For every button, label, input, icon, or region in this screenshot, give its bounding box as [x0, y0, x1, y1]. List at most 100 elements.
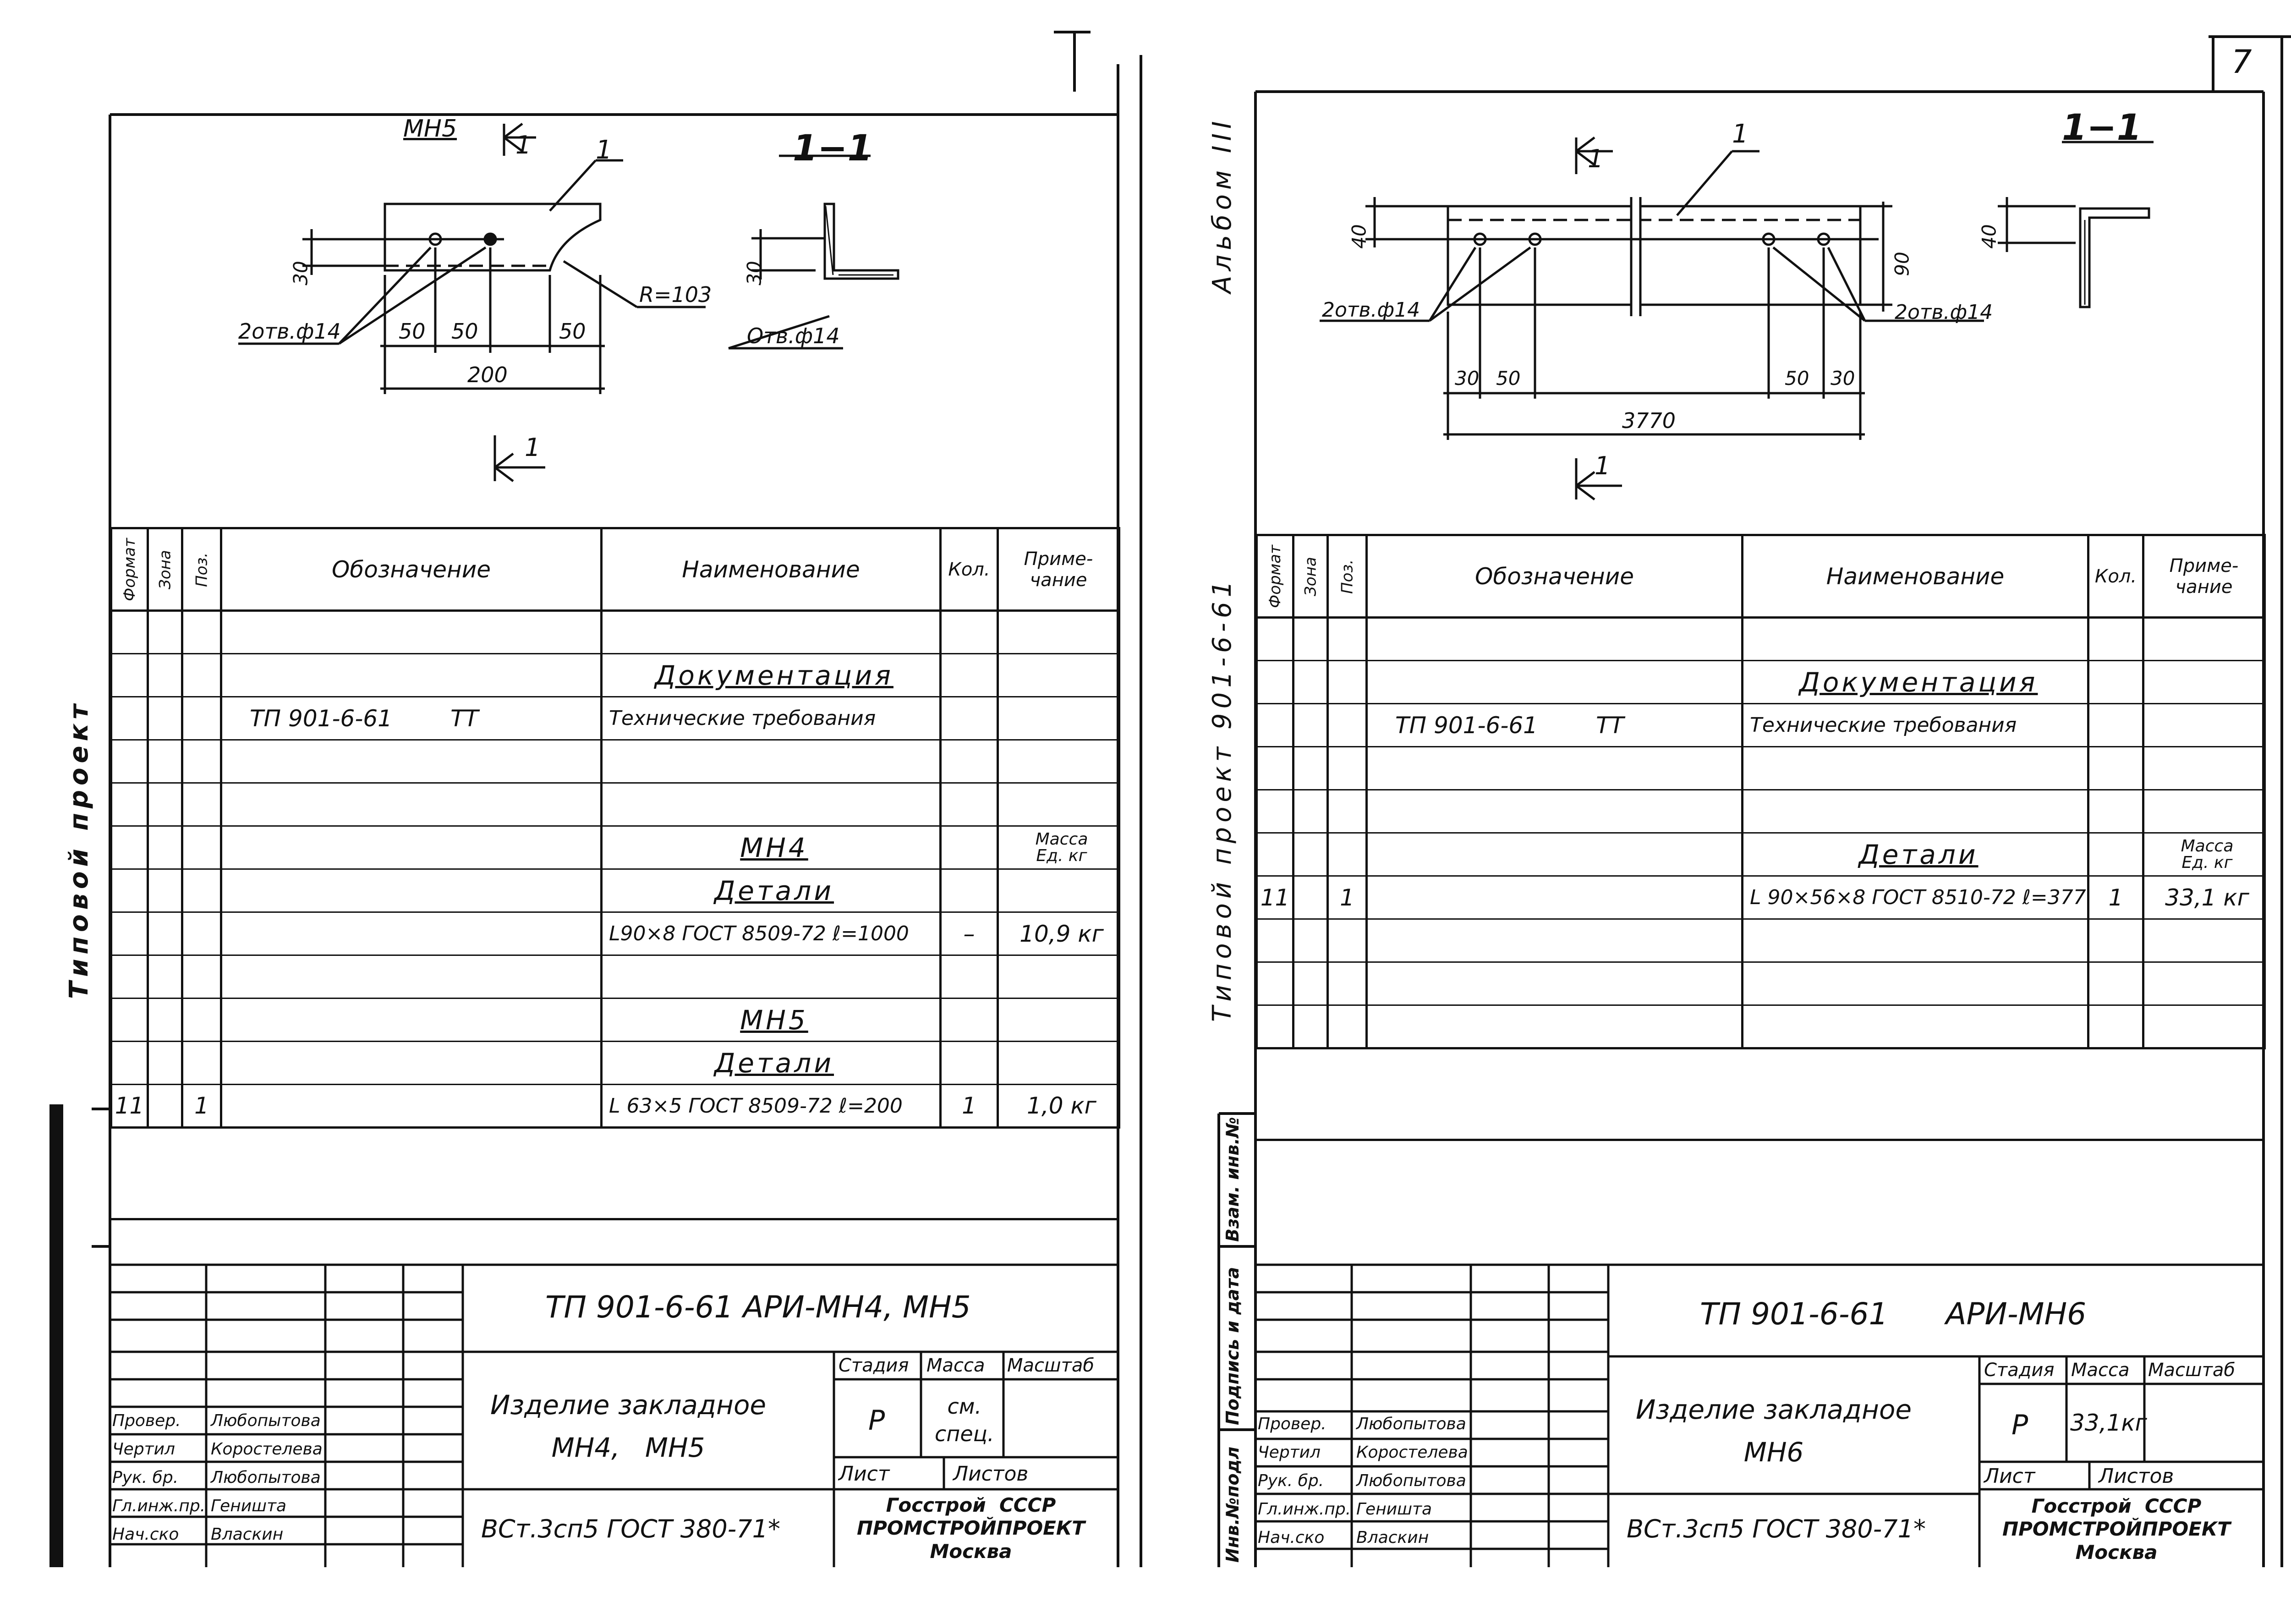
table-cell-des: [220, 1041, 603, 1085]
table-cell-kol: [939, 697, 999, 741]
header-cell: Обозначение: [220, 527, 603, 612]
table-cell-name: Детали: [600, 1041, 942, 1085]
dim-50c: 50: [559, 319, 586, 344]
table-cell-z: [147, 653, 183, 697]
role-label: Гл.инж.пр.: [1258, 1500, 1351, 1519]
table-cell-des: [1365, 962, 1743, 1006]
person-name: Коростелева: [211, 1440, 323, 1459]
scale-header: Масштаб: [1007, 1355, 1095, 1376]
table-cell-kol: [2087, 919, 2144, 963]
table-cell-f: [110, 955, 149, 999]
person-name: Любопытова: [211, 1411, 321, 1430]
dim-30a: 30: [1455, 367, 1480, 390]
table-cell-f: 11: [110, 1084, 149, 1128]
holes-label-right: 2отв.ф14: [1895, 301, 1993, 324]
table-cell-p: [181, 697, 222, 741]
table-cell-kol: [939, 826, 999, 870]
table-cell-note: 33,1 кг: [2142, 876, 2266, 920]
left-title-grid: [110, 1263, 1118, 1567]
side-album: Альбом III: [1207, 116, 1237, 294]
empty-band: [1256, 1047, 2265, 1141]
table-cell-f: [110, 869, 149, 913]
table-cell-name: L 90×56×8 ГОСТ 8510-72 ℓ=3770: [1741, 876, 2089, 920]
table-cell-name: МН4: [600, 826, 942, 870]
inv-label-sign: Подпись и дата: [1222, 1267, 1243, 1425]
table-cell-note: [2142, 660, 2266, 704]
left-frame: [49, 31, 1142, 1567]
table-cell-z: [1292, 833, 1329, 877]
holes-label-left: 2отв.ф14: [1322, 298, 1420, 322]
table-cell-name: [1741, 919, 2089, 963]
header-cell: Обозначение: [1365, 534, 1743, 619]
hole-label: Отв.ф14: [747, 324, 840, 348]
mass-value: 33,1кг: [2070, 1410, 2147, 1436]
table-cell-des: [1365, 617, 1743, 661]
table-cell-z: [1292, 790, 1329, 834]
table-cell-des: [1365, 1005, 1743, 1049]
header-cell: Наименование: [600, 527, 942, 612]
material: ВСт.3сп5 ГОСТ 380-71*: [481, 1514, 780, 1543]
table-cell-z: [147, 740, 183, 784]
table-cell-z: [147, 869, 183, 913]
right-title-grid: [1255, 1263, 2264, 1567]
table-cell-p: [181, 955, 222, 999]
table-cell-p: [181, 783, 222, 827]
table-cell-name: Технические требования: [600, 697, 942, 741]
right-sheet: 1 1 1−1 1 40 90 30 50 50 30 3770 40 2отв…: [1164, 0, 2291, 1624]
table-cell-p: 1: [181, 1084, 222, 1128]
stage-header: Стадия: [1984, 1360, 2055, 1381]
left-sheet: МН5 1 1 1−1 1 30 50 50 50 200 30 2отв.ф1…: [49, 31, 1142, 1567]
section-mark-bottom: 1: [1595, 451, 1611, 480]
table-cell-f: [110, 697, 149, 741]
role-label: Нач.ско: [112, 1525, 179, 1544]
organization: Госстрой СССР ПРОМСТРОЙПРОЕКТ Москва: [2002, 1495, 2231, 1564]
position-label: 1: [596, 135, 612, 165]
table-cell-note: [2142, 617, 2266, 661]
table-row: [1255, 790, 2266, 834]
table-cell-name: Документация: [600, 653, 942, 697]
table-cell-kol: [939, 740, 999, 784]
table-cell-des: [220, 826, 603, 870]
table-cell-z: [147, 955, 183, 999]
table-cell-name: [600, 610, 942, 654]
table-cell-note: [2142, 746, 2266, 790]
role-label: Провер.: [1258, 1415, 1326, 1433]
table-cell-z: [1292, 703, 1329, 747]
page-number: 7: [2231, 43, 2252, 81]
table-cell-note: [997, 610, 1120, 654]
mass-header: Масса: [2071, 1360, 2130, 1381]
section-mark-bottom: 1: [525, 433, 541, 462]
person-name: Любопытова: [211, 1468, 321, 1487]
table-cell-z: [1292, 962, 1329, 1006]
table-cell-z: [1292, 1005, 1329, 1049]
table-cell-des: ТП 901-6-61 ТТ: [1365, 703, 1743, 747]
table-cell-des: [220, 955, 603, 999]
person-name: Любопытова: [1356, 1415, 1466, 1433]
mass-value: см. спец.: [935, 1394, 994, 1446]
header-cell: Кол.: [2087, 534, 2144, 619]
table-cell-kol: 1: [939, 1084, 999, 1128]
section-title: 1−1: [793, 128, 872, 169]
table-cell-kol: [2087, 833, 2144, 877]
table-cell-f: [110, 1041, 149, 1085]
table-cell-note: [997, 998, 1120, 1042]
table-row: [110, 955, 1120, 999]
product-name: Изделие закладное МН4, МН5: [490, 1389, 767, 1463]
stage-header: Стадия: [839, 1355, 909, 1376]
sheets-header: Листов: [953, 1462, 1029, 1486]
role-label: Рук. бр.: [112, 1468, 179, 1487]
person-name: Геништа: [1356, 1500, 1432, 1519]
table-cell-f: [110, 912, 149, 956]
table-cell-note: [2142, 1005, 2266, 1049]
table-cell-des: [220, 783, 603, 827]
table-cell-z: [147, 1084, 183, 1128]
table-cell-note: [2142, 703, 2266, 747]
table-row: Документация: [1255, 660, 2266, 704]
table-cell-z: [1292, 660, 1329, 704]
inv-label-podl: Инв.№подл: [1222, 1446, 1243, 1563]
